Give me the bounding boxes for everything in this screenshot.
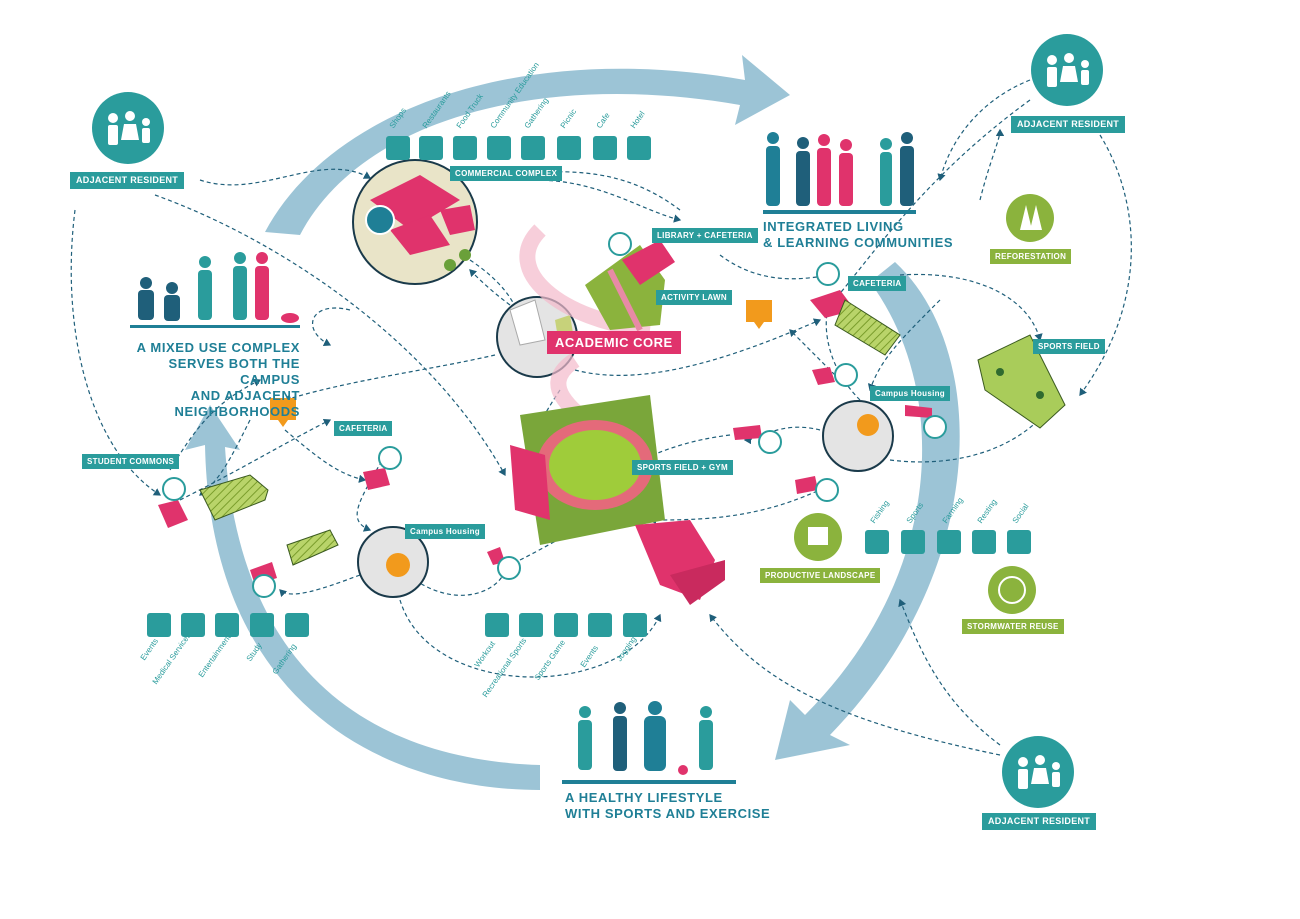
healthy-line: WITH SPORTS AND EXERCISE: [565, 806, 771, 821]
commercial-complex-map: [352, 159, 478, 285]
people-silhouettes-top: [763, 132, 916, 214]
sports-field-right-map: [977, 334, 1066, 429]
people-circle-icon: [834, 363, 858, 387]
campus-housing-left-label: Campus Housing: [405, 524, 485, 539]
left-buildings: [158, 425, 818, 585]
resident-icons: [92, 34, 1103, 808]
activity-lawn-map: [585, 240, 675, 332]
green-circle-icons: [794, 194, 1054, 614]
housing-pin-icon: [746, 300, 772, 329]
people-circle-icon: [923, 415, 947, 439]
cycle-arrows: [185, 55, 960, 790]
healthy-line: A HEALTHY LIFESTYLE: [565, 790, 723, 805]
orange-pins: [270, 300, 772, 427]
ball-icon: [678, 765, 688, 775]
student-commons-label: STUDENT COMMONS: [82, 454, 180, 469]
people-silhouettes-left: [130, 252, 300, 328]
reforestation-icon: [1006, 194, 1054, 242]
adjacent-resident-label-bottomright: ADJACENT RESIDENT: [982, 813, 1097, 830]
living-line: INTEGRATED LIVING: [763, 219, 904, 234]
commercial-icon-row: [386, 136, 651, 160]
stormwater-reuse-icon: [988, 566, 1036, 614]
adjacent-resident-label-topright: ADJACENT RESIDENT: [1011, 116, 1126, 133]
people-circle-icon: [758, 430, 782, 454]
living-line: & LEARNING COMMUNITIES: [763, 235, 954, 250]
people-circle-icon: [162, 477, 186, 501]
stormwater-reuse-label: STORMWATER REUSE: [962, 619, 1064, 634]
cafeteria-left-label: CAFETERIA: [334, 421, 393, 436]
sports-icon-row: [485, 613, 647, 637]
mixed-use-line: SERVES BOTH THE CAMPUS: [168, 356, 300, 387]
small-teal-icons: [162, 232, 947, 598]
sports-field-label: SPORTS FIELD: [1033, 339, 1105, 354]
people-circle-icon: [252, 574, 276, 598]
landscape-icon-row: [865, 530, 1031, 554]
library-cafeteria-label: LIBRARY + CAFETERIA: [652, 228, 758, 243]
campus-housing-right-label: Campus Housing: [870, 386, 950, 401]
people-circle-icon: [497, 556, 521, 580]
campus-housing-right-map: [822, 400, 932, 472]
left-cycle-arrow: [185, 405, 540, 790]
housing-pin-icon: [270, 398, 296, 427]
cafeteria-circle-icon: [816, 262, 840, 286]
right-cycle-arrow: [775, 262, 960, 760]
campus-housing-left-map: [357, 526, 429, 598]
activity-lawn-label: ACTIVITY LAWN: [656, 290, 732, 305]
commons-icon-row: [147, 613, 309, 637]
adjacent-resident-label-topleft: ADJACENT RESIDENT: [70, 172, 185, 189]
academic-core-label: ACADEMIC CORE: [547, 331, 681, 354]
top-cycle-arrow: [265, 55, 790, 235]
living-headline: INTEGRATED LIVING & LEARNING COMMUNITIES: [763, 219, 953, 251]
healthy-headline: A HEALTHY LIFESTYLE WITH SPORTS AND EXER…: [565, 790, 770, 822]
cafeteria-right-map: [810, 290, 901, 385]
mixed-use-line: A MIXED USE COMPLEX: [136, 340, 300, 355]
cafeteria-circle-icon: [378, 446, 402, 470]
people-circle-icon: [815, 478, 839, 502]
cafeteria-circle-icon: [608, 232, 632, 256]
mixed-use-line: AND ADJACENT NEIGHBORHOODS: [174, 388, 300, 419]
sports-field-gym-label: SPORTS FIELD + GYM: [632, 460, 733, 475]
cafeteria-upper-label: CAFETERIA: [848, 276, 907, 291]
sports-field-map: [510, 395, 725, 605]
mixed-use-headline: A MIXED USE COMPLEX SERVES BOTH THE CAMP…: [118, 340, 300, 420]
reforestation-label: REFORESTATION: [990, 249, 1072, 264]
productive-landscape-label: PRODUCTIVE LANDSCAPE: [760, 568, 881, 583]
commercial-complex-label: COMMERCIAL COMPLEX: [450, 166, 563, 181]
people-silhouettes-bottom: [562, 701, 736, 784]
